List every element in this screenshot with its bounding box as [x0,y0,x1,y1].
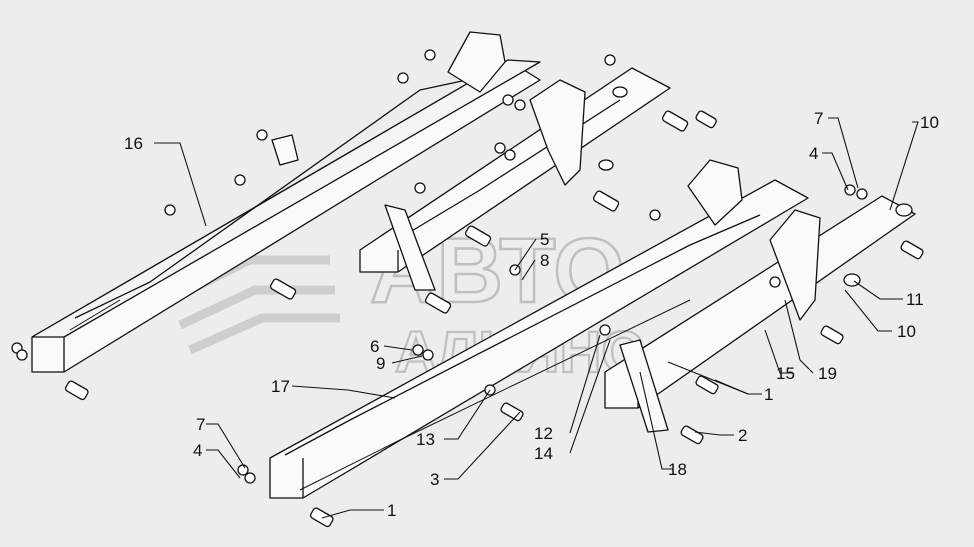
callout-1-bottom: 1 [387,501,396,520]
callout-7-right: 7 [814,109,823,128]
callout-8: 8 [540,251,549,270]
callout-10-bottom: 10 [897,322,916,341]
callout-4-left: 4 [193,441,202,460]
bracket-plates [271,31,821,433]
callout-13: 13 [416,430,435,449]
callout-3: 3 [430,470,439,489]
fasteners [11,49,924,528]
callout-7-left: 7 [196,415,205,434]
callout-6: 6 [370,337,379,356]
callout-10-top: 10 [920,113,939,132]
callout-1-mid: 1 [764,385,773,404]
callout-19: 19 [818,364,837,383]
callout-5: 5 [540,230,549,249]
callout-labels: 16 17 7 4 10 5 8 6 9 11 10 15 19 1 12 14… [124,109,939,520]
callout-14: 14 [534,444,553,463]
callout-16: 16 [124,134,143,153]
callout-12: 12 [534,424,553,443]
rail-16 [31,59,541,373]
callout-17: 17 [271,377,290,396]
callout-11: 11 [906,290,924,309]
callout-15: 15 [776,364,795,383]
callout-4-right: 4 [809,144,818,163]
rail-17 [269,179,809,499]
callout-9: 9 [376,354,385,373]
leader-lines [154,117,919,519]
callout-2: 2 [738,426,747,445]
callout-18: 18 [668,460,687,479]
parts-drawing [11,31,924,528]
